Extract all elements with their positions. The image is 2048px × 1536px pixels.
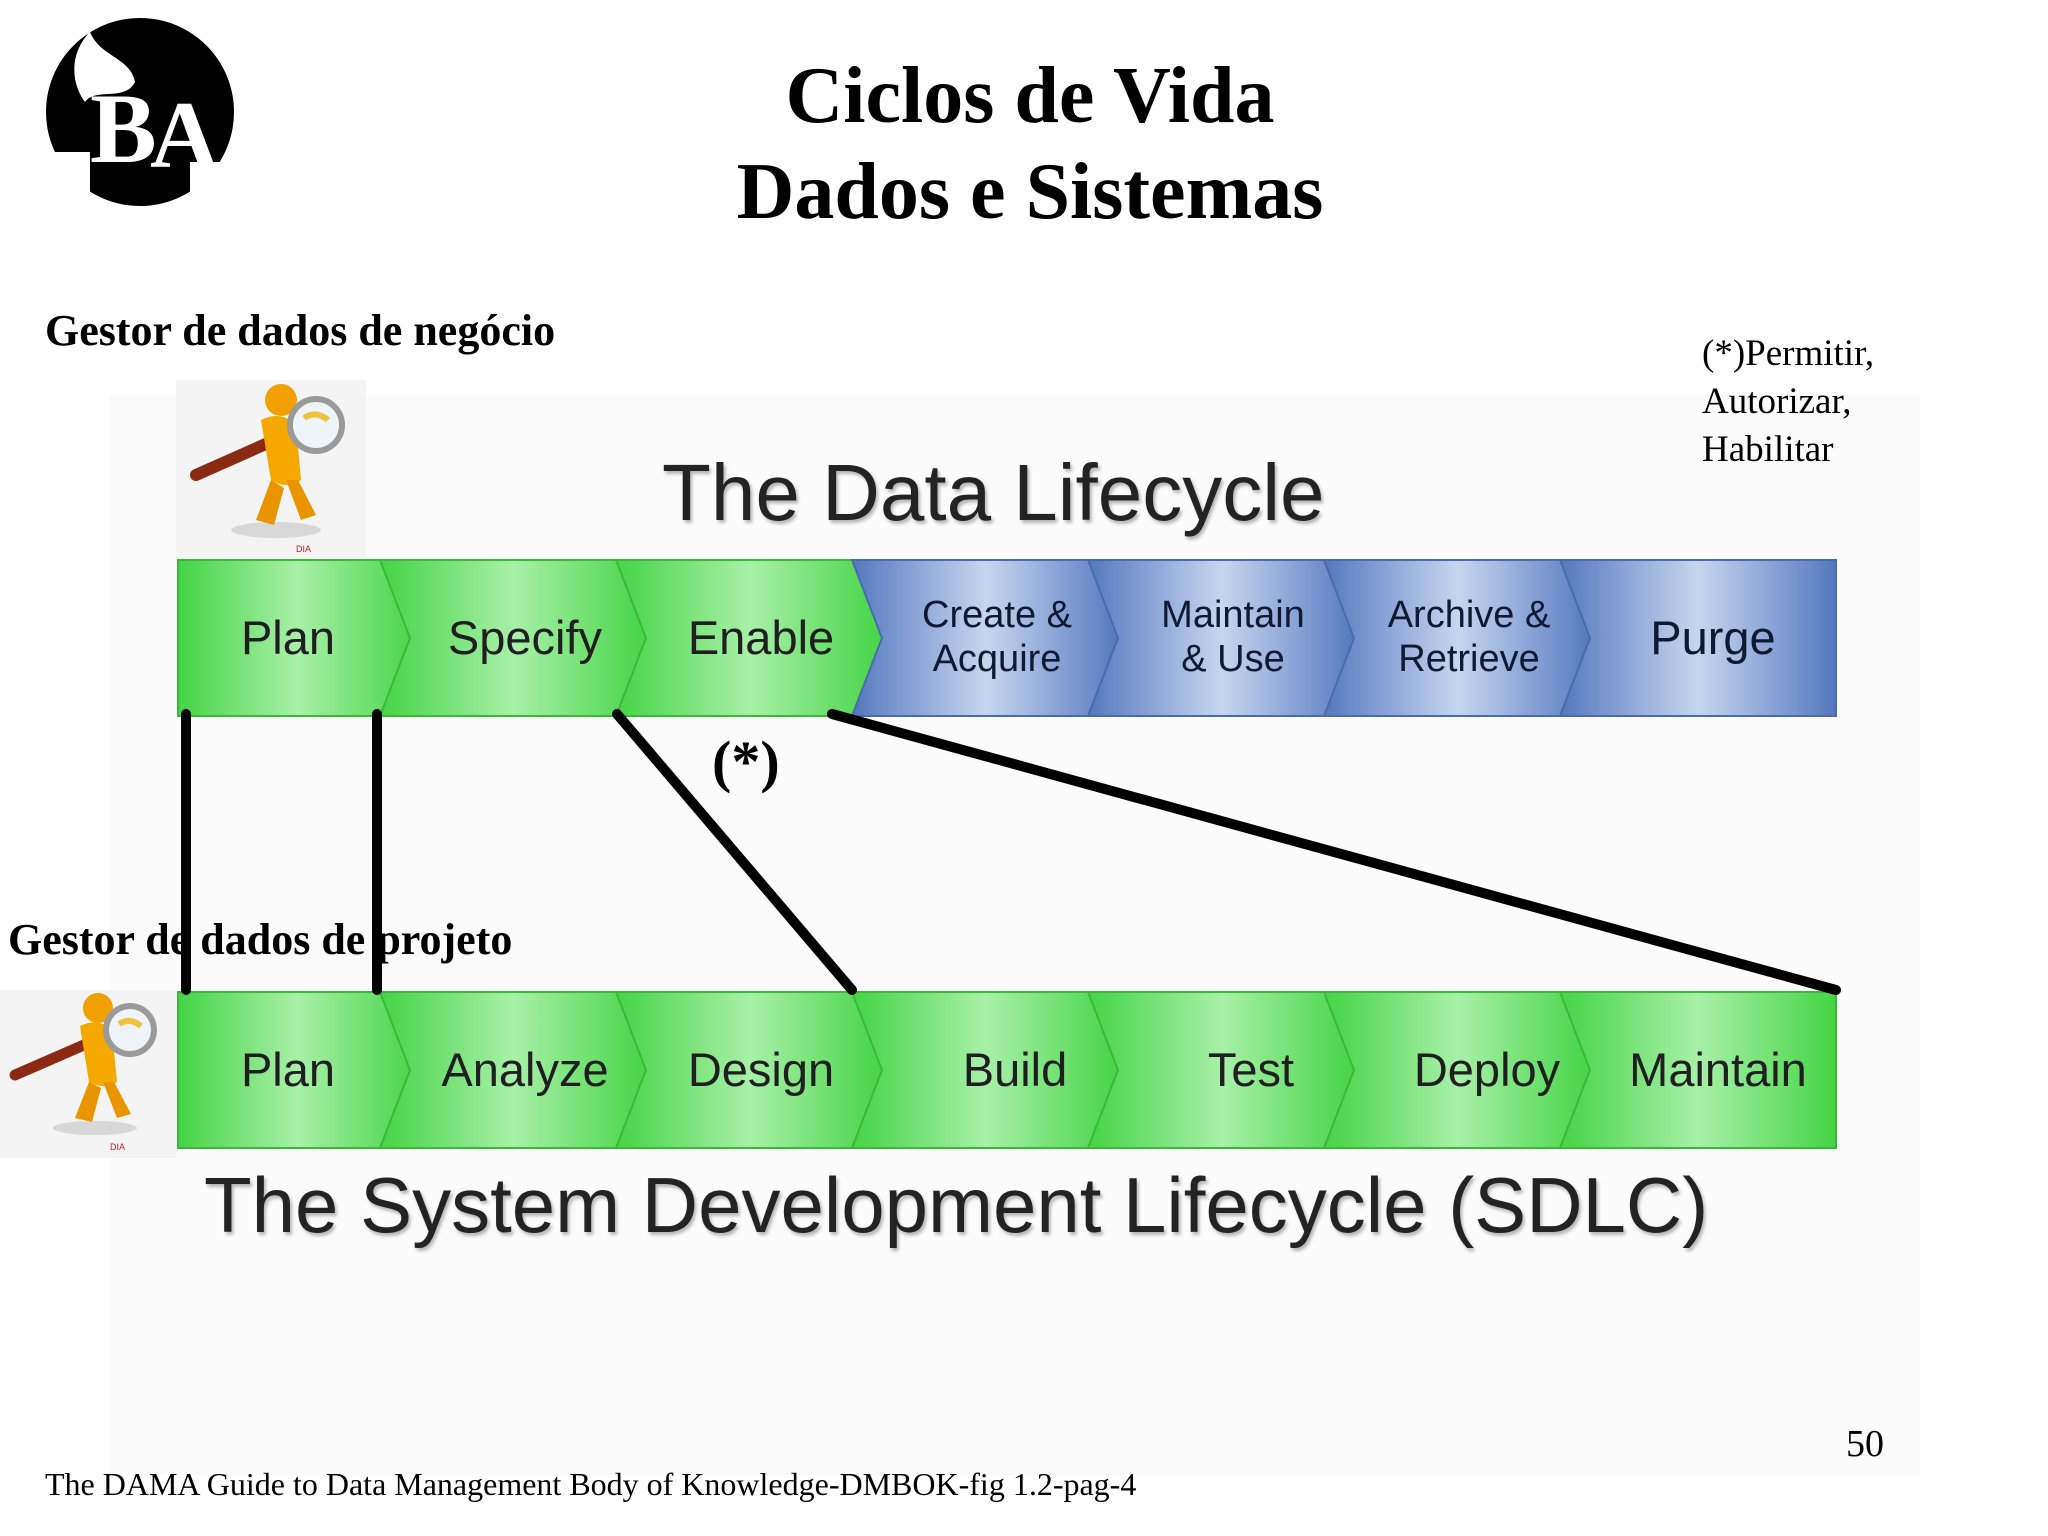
cba-logo-icon: C B A xyxy=(30,18,240,212)
sdlc-step-design xyxy=(614,991,886,1149)
connector-create xyxy=(827,709,1841,995)
data-step-create-acquire xyxy=(850,559,1122,717)
data-lifecycle-title: The Data Lifecycle xyxy=(662,448,1325,537)
data-step-archive-retrieve xyxy=(1322,559,1594,717)
detective-person-icon: DIA xyxy=(0,990,176,1158)
source-citation: The DAMA Guide to Data Management Body o… xyxy=(45,1466,1137,1502)
data-lifecycle-row xyxy=(177,559,1837,717)
note-line-3: Habilitar xyxy=(1702,429,1834,470)
sdlc-step-maintain xyxy=(1558,991,1837,1149)
data-step-specify xyxy=(378,559,650,717)
connector-lines xyxy=(181,709,1841,995)
connector-enable xyxy=(612,709,857,995)
sdlc-step-build xyxy=(850,991,1122,1149)
sdlc-row xyxy=(177,991,1837,1149)
data-step-maintain-use xyxy=(1086,559,1358,717)
sdlc-step-plan xyxy=(177,991,420,1149)
project-steward-label: Gestor de dados de projeto xyxy=(8,915,513,964)
page-number: 50 xyxy=(1846,1423,1884,1465)
sdlc-step-test xyxy=(1086,991,1358,1149)
asterisk-marker: (*) xyxy=(712,729,780,794)
svg-text:DIA: DIA xyxy=(296,544,311,554)
svg-text:DIA: DIA xyxy=(110,1142,125,1152)
svg-text:B: B xyxy=(90,73,157,184)
sdlc-step-deploy xyxy=(1322,991,1594,1149)
data-step-plan xyxy=(177,559,420,717)
note-line-1: (*)Permitir, xyxy=(1702,333,1875,374)
data-step-enable xyxy=(614,559,886,717)
sdlc-step-analyze xyxy=(378,991,650,1149)
title-line-2: Dados e Sistemas xyxy=(736,148,1324,236)
asterisk-note: (*)Permitir, Autorizar, Habilitar xyxy=(1702,330,2002,474)
business-steward-label: Gestor de dados de negócio xyxy=(45,306,556,355)
detective-person-icon: DIA xyxy=(176,380,366,565)
slide-title: Ciclos de Vida Dados e Sistemas xyxy=(630,48,1430,240)
note-line-2: Autorizar, xyxy=(1702,381,1852,422)
data-step-purge xyxy=(1558,559,1837,717)
title-line-1: Ciclos de Vida xyxy=(785,52,1275,140)
sdlc-title: The System Development Lifecycle (SDLC) xyxy=(204,1161,1709,1249)
